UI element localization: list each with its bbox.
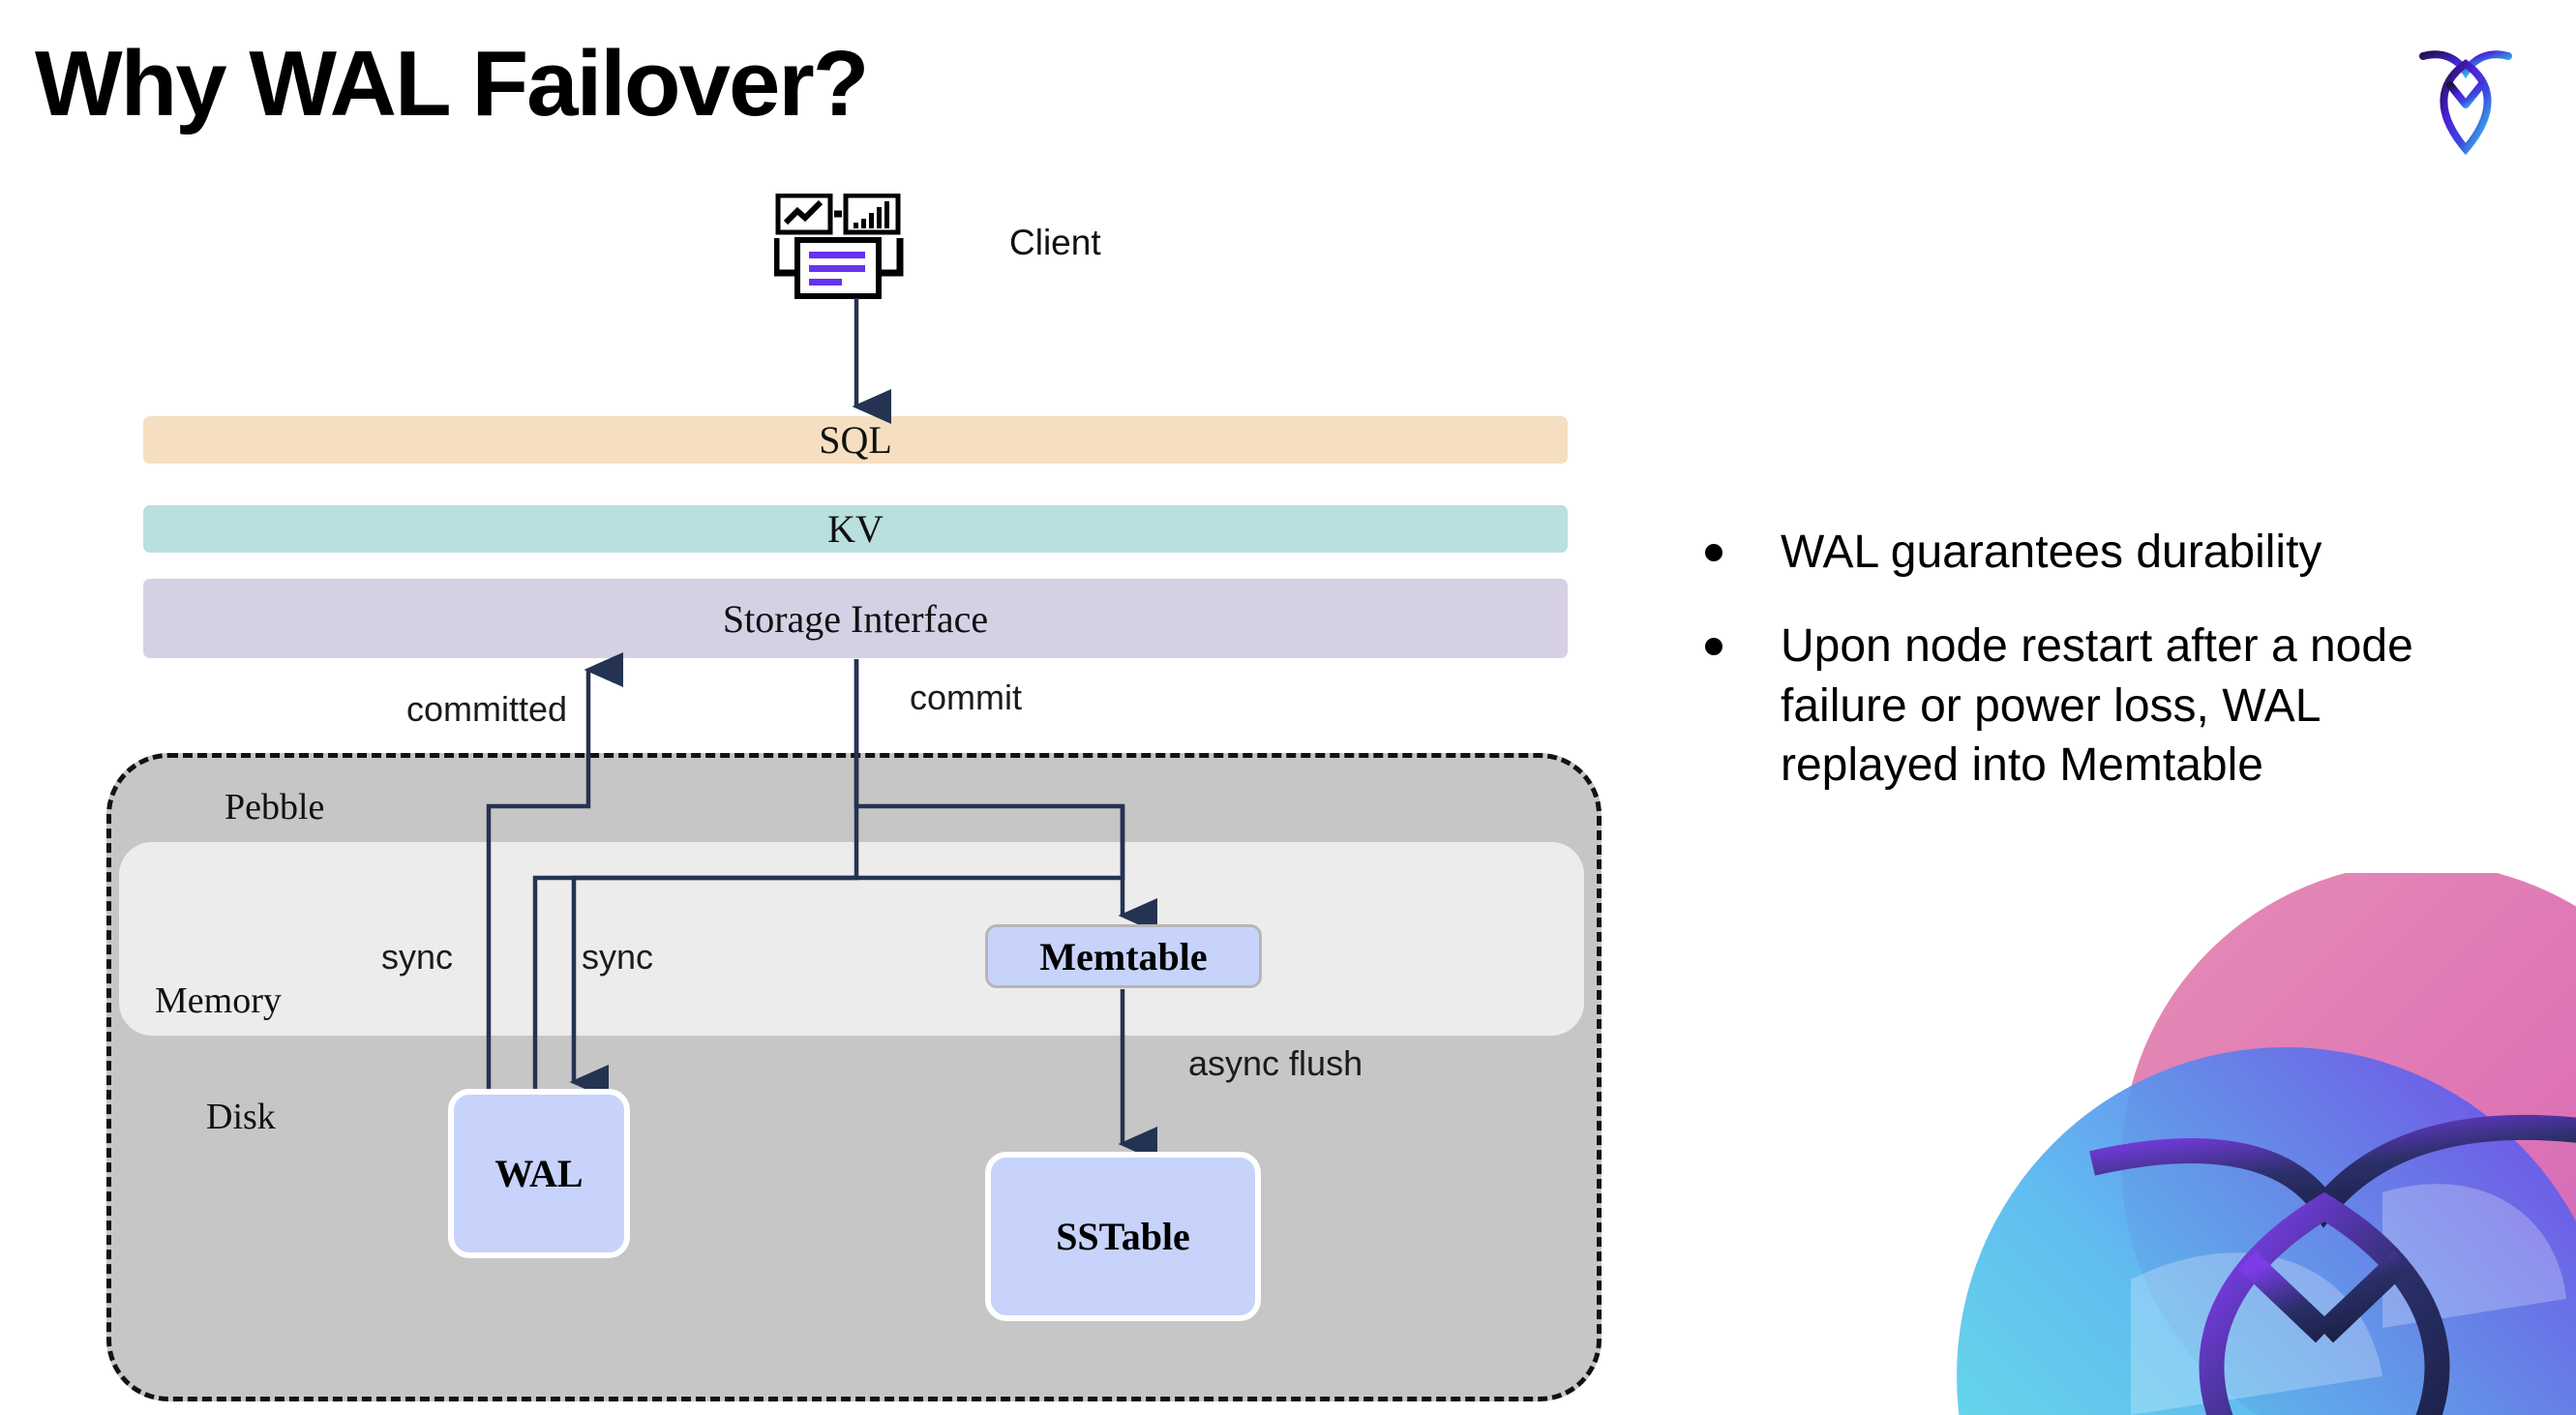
node-memtable-label: Memtable — [1039, 934, 1208, 978]
bullet-dot-icon — [1705, 544, 1722, 561]
memory-region — [119, 842, 1584, 1036]
bullet-dot-icon — [1705, 638, 1722, 656]
list-item: WAL guarantees durability — [1705, 523, 2499, 582]
layer-bar-kv[interactable]: KV — [143, 505, 1568, 553]
bullet-list: WAL guarantees durability Upon node rest… — [1705, 523, 2499, 830]
node-memtable[interactable]: Memtable — [985, 924, 1262, 988]
node-wal[interactable]: WAL — [448, 1089, 630, 1258]
node-wal-label: WAL — [494, 1152, 584, 1195]
memory-label: Memory — [155, 980, 282, 1021]
client-dashboard-icon — [774, 194, 904, 299]
bullet-text: Upon node restart after a node failure o… — [1781, 620, 2413, 792]
node-sstable-label: SSTable — [1056, 1215, 1190, 1258]
bullet-text: WAL guarantees durability — [1781, 527, 2322, 578]
client-label: Client — [1009, 223, 1101, 262]
disk-label: Disk — [206, 1097, 276, 1137]
layer-bar-sql[interactable]: SQL — [143, 416, 1568, 464]
layer-bar-storage-label: Storage Interface — [722, 596, 989, 641]
edge-label-sync-2: sync — [582, 937, 654, 977]
page-title: Why WAL Failover? — [35, 32, 869, 135]
list-item: Upon node restart after a node failure o… — [1705, 617, 2499, 795]
edge-label-sync-1: sync — [381, 937, 454, 977]
gradient-circles-decoration — [1957, 873, 2576, 1415]
edge-label-commit: commit — [910, 677, 1022, 717]
cockroach-logo-icon — [2419, 50, 2512, 156]
pebble-label: Pebble — [225, 787, 325, 828]
edge-label-committed: committed — [406, 689, 568, 729]
node-sstable[interactable]: SSTable — [985, 1152, 1261, 1321]
edge-label-async-flush: async flush — [1188, 1043, 1363, 1083]
layer-bar-kv-label: KV — [827, 507, 884, 551]
layer-bar-sql-label: SQL — [819, 418, 892, 462]
layer-bar-storage-interface[interactable]: Storage Interface — [143, 579, 1568, 658]
